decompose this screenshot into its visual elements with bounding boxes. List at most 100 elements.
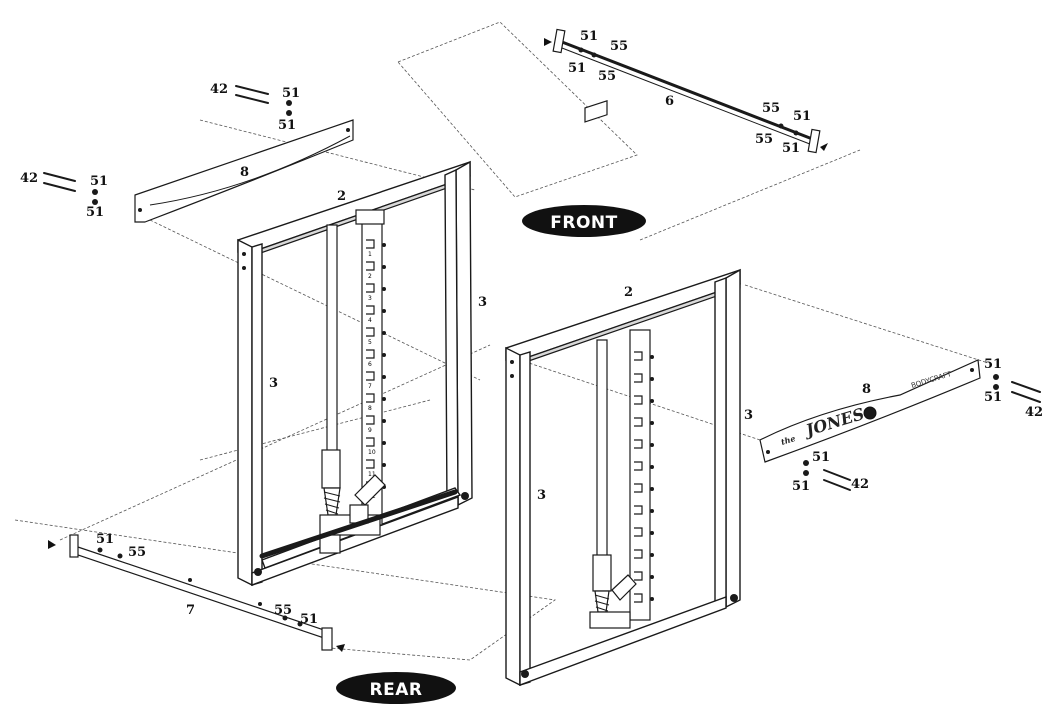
hook-notch [634, 395, 643, 405]
callout-left-shroud-8: 8 [240, 165, 249, 180]
hook-notch [366, 393, 375, 403]
hook-pin [382, 331, 386, 335]
hook-pin [382, 309, 386, 313]
hook-number: 9 [368, 427, 372, 434]
hook-number: 7 [368, 383, 372, 390]
hook-notch [366, 239, 375, 249]
hook-notch [634, 483, 643, 493]
hook-notch [366, 459, 375, 469]
callout-left-51a: 51 [282, 86, 300, 101]
callout-right-51b: 51 [984, 390, 1002, 405]
front-badge: FRONT [522, 205, 646, 237]
callout-rear-55a: 55 [128, 545, 146, 560]
hook-pin [382, 243, 386, 247]
hook-pin [650, 531, 654, 535]
callout-part-6: 6 [665, 94, 674, 109]
hook-number: 3 [368, 295, 372, 302]
callout-top-51a: 51 [580, 29, 598, 44]
hook-number: 4 [368, 317, 372, 324]
hook-notch [634, 549, 643, 559]
callout-right-51d: 51 [792, 479, 810, 494]
hook-pin [650, 377, 654, 381]
callout-left-51d: 51 [86, 205, 104, 220]
guide-lines [14, 21, 986, 661]
rear-label: REAR [370, 680, 423, 700]
rear-crossbar [48, 534, 345, 652]
right-bolts [803, 374, 1041, 491]
callout-right-frame-2: 2 [624, 285, 633, 300]
hook-notch [634, 505, 643, 515]
callout-left-42b: 42 [20, 171, 38, 186]
hook-pin [650, 421, 654, 425]
hook-number: 8 [368, 405, 372, 412]
hook-pin [650, 575, 654, 579]
hook-pin [650, 509, 654, 513]
callout-top-51c: 51 [793, 109, 811, 124]
callout-top-55c: 55 [762, 101, 780, 116]
callout-top-55b: 55 [598, 69, 616, 84]
callout-right-frame-3r: 3 [744, 408, 753, 423]
callout-part-7: 7 [186, 603, 195, 618]
hook-notch [366, 371, 375, 381]
hook-notch [366, 349, 375, 359]
hook-notch [634, 461, 643, 471]
hook-notch [634, 351, 643, 361]
callout-left-51c: 51 [90, 174, 108, 189]
left-hook-rail: 123456789101112 [259, 209, 458, 559]
rear-badge: REAR [336, 672, 456, 704]
callouts: 51 55 51 55 6 55 51 55 51 42 51 51 42 51… [20, 29, 1043, 627]
callout-rear-51b: 51 [300, 612, 318, 627]
hook-pin [650, 355, 654, 359]
hook-number: 11 [368, 471, 376, 478]
right-shroud: JONES the BODYCRAFT [759, 359, 981, 463]
callout-right-42b: 42 [851, 477, 869, 492]
front-label: FRONT [550, 213, 617, 233]
callout-left-42a: 42 [210, 82, 228, 97]
callout-right-frame-3l: 3 [537, 488, 546, 503]
hook-pin [650, 399, 654, 403]
callout-rear-51a: 51 [96, 532, 114, 547]
callout-left-frame-2: 2 [337, 189, 346, 204]
hook-notch [366, 283, 375, 293]
hook-number: 10 [368, 449, 376, 456]
left-frame [237, 160, 473, 587]
callout-right-51c: 51 [812, 450, 830, 465]
hook-notch [634, 373, 643, 383]
hook-notch [366, 327, 375, 337]
hook-pin [382, 397, 386, 401]
hook-pin [382, 375, 386, 379]
hook-pin [650, 553, 654, 557]
hook-notch [634, 417, 643, 427]
hook-pin [650, 443, 654, 447]
callout-top-51d: 51 [782, 141, 800, 156]
hook-pin [382, 287, 386, 291]
callout-top-55d: 55 [755, 132, 773, 147]
right-frame [505, 99, 741, 687]
hook-notch [366, 415, 375, 425]
hook-pin [382, 353, 386, 357]
callout-right-51a: 51 [984, 357, 1002, 372]
callout-left-51b: 51 [278, 118, 296, 133]
hook-notch [366, 305, 375, 315]
hook-pin [650, 487, 654, 491]
hook-number: 6 [368, 361, 372, 368]
callout-right-shroud-8: 8 [862, 382, 871, 397]
brand-prefix: the [780, 433, 797, 447]
hook-pin [382, 265, 386, 269]
hook-notch [634, 593, 643, 603]
hook-number: 5 [368, 339, 372, 346]
left-bolts [43, 85, 292, 205]
hook-pin [650, 597, 654, 601]
top-crossbar [544, 28, 828, 154]
hook-number: 1 [368, 251, 372, 258]
callout-left-frame-3l: 3 [269, 376, 278, 391]
callout-top-51b: 51 [568, 61, 586, 76]
hook-number: 2 [368, 273, 372, 280]
hook-pin [382, 419, 386, 423]
hook-notch [634, 571, 643, 581]
callout-top-55a: 55 [610, 39, 628, 54]
hook-notch [634, 527, 643, 537]
hook-pin [382, 441, 386, 445]
callout-left-frame-3r: 3 [478, 295, 487, 310]
